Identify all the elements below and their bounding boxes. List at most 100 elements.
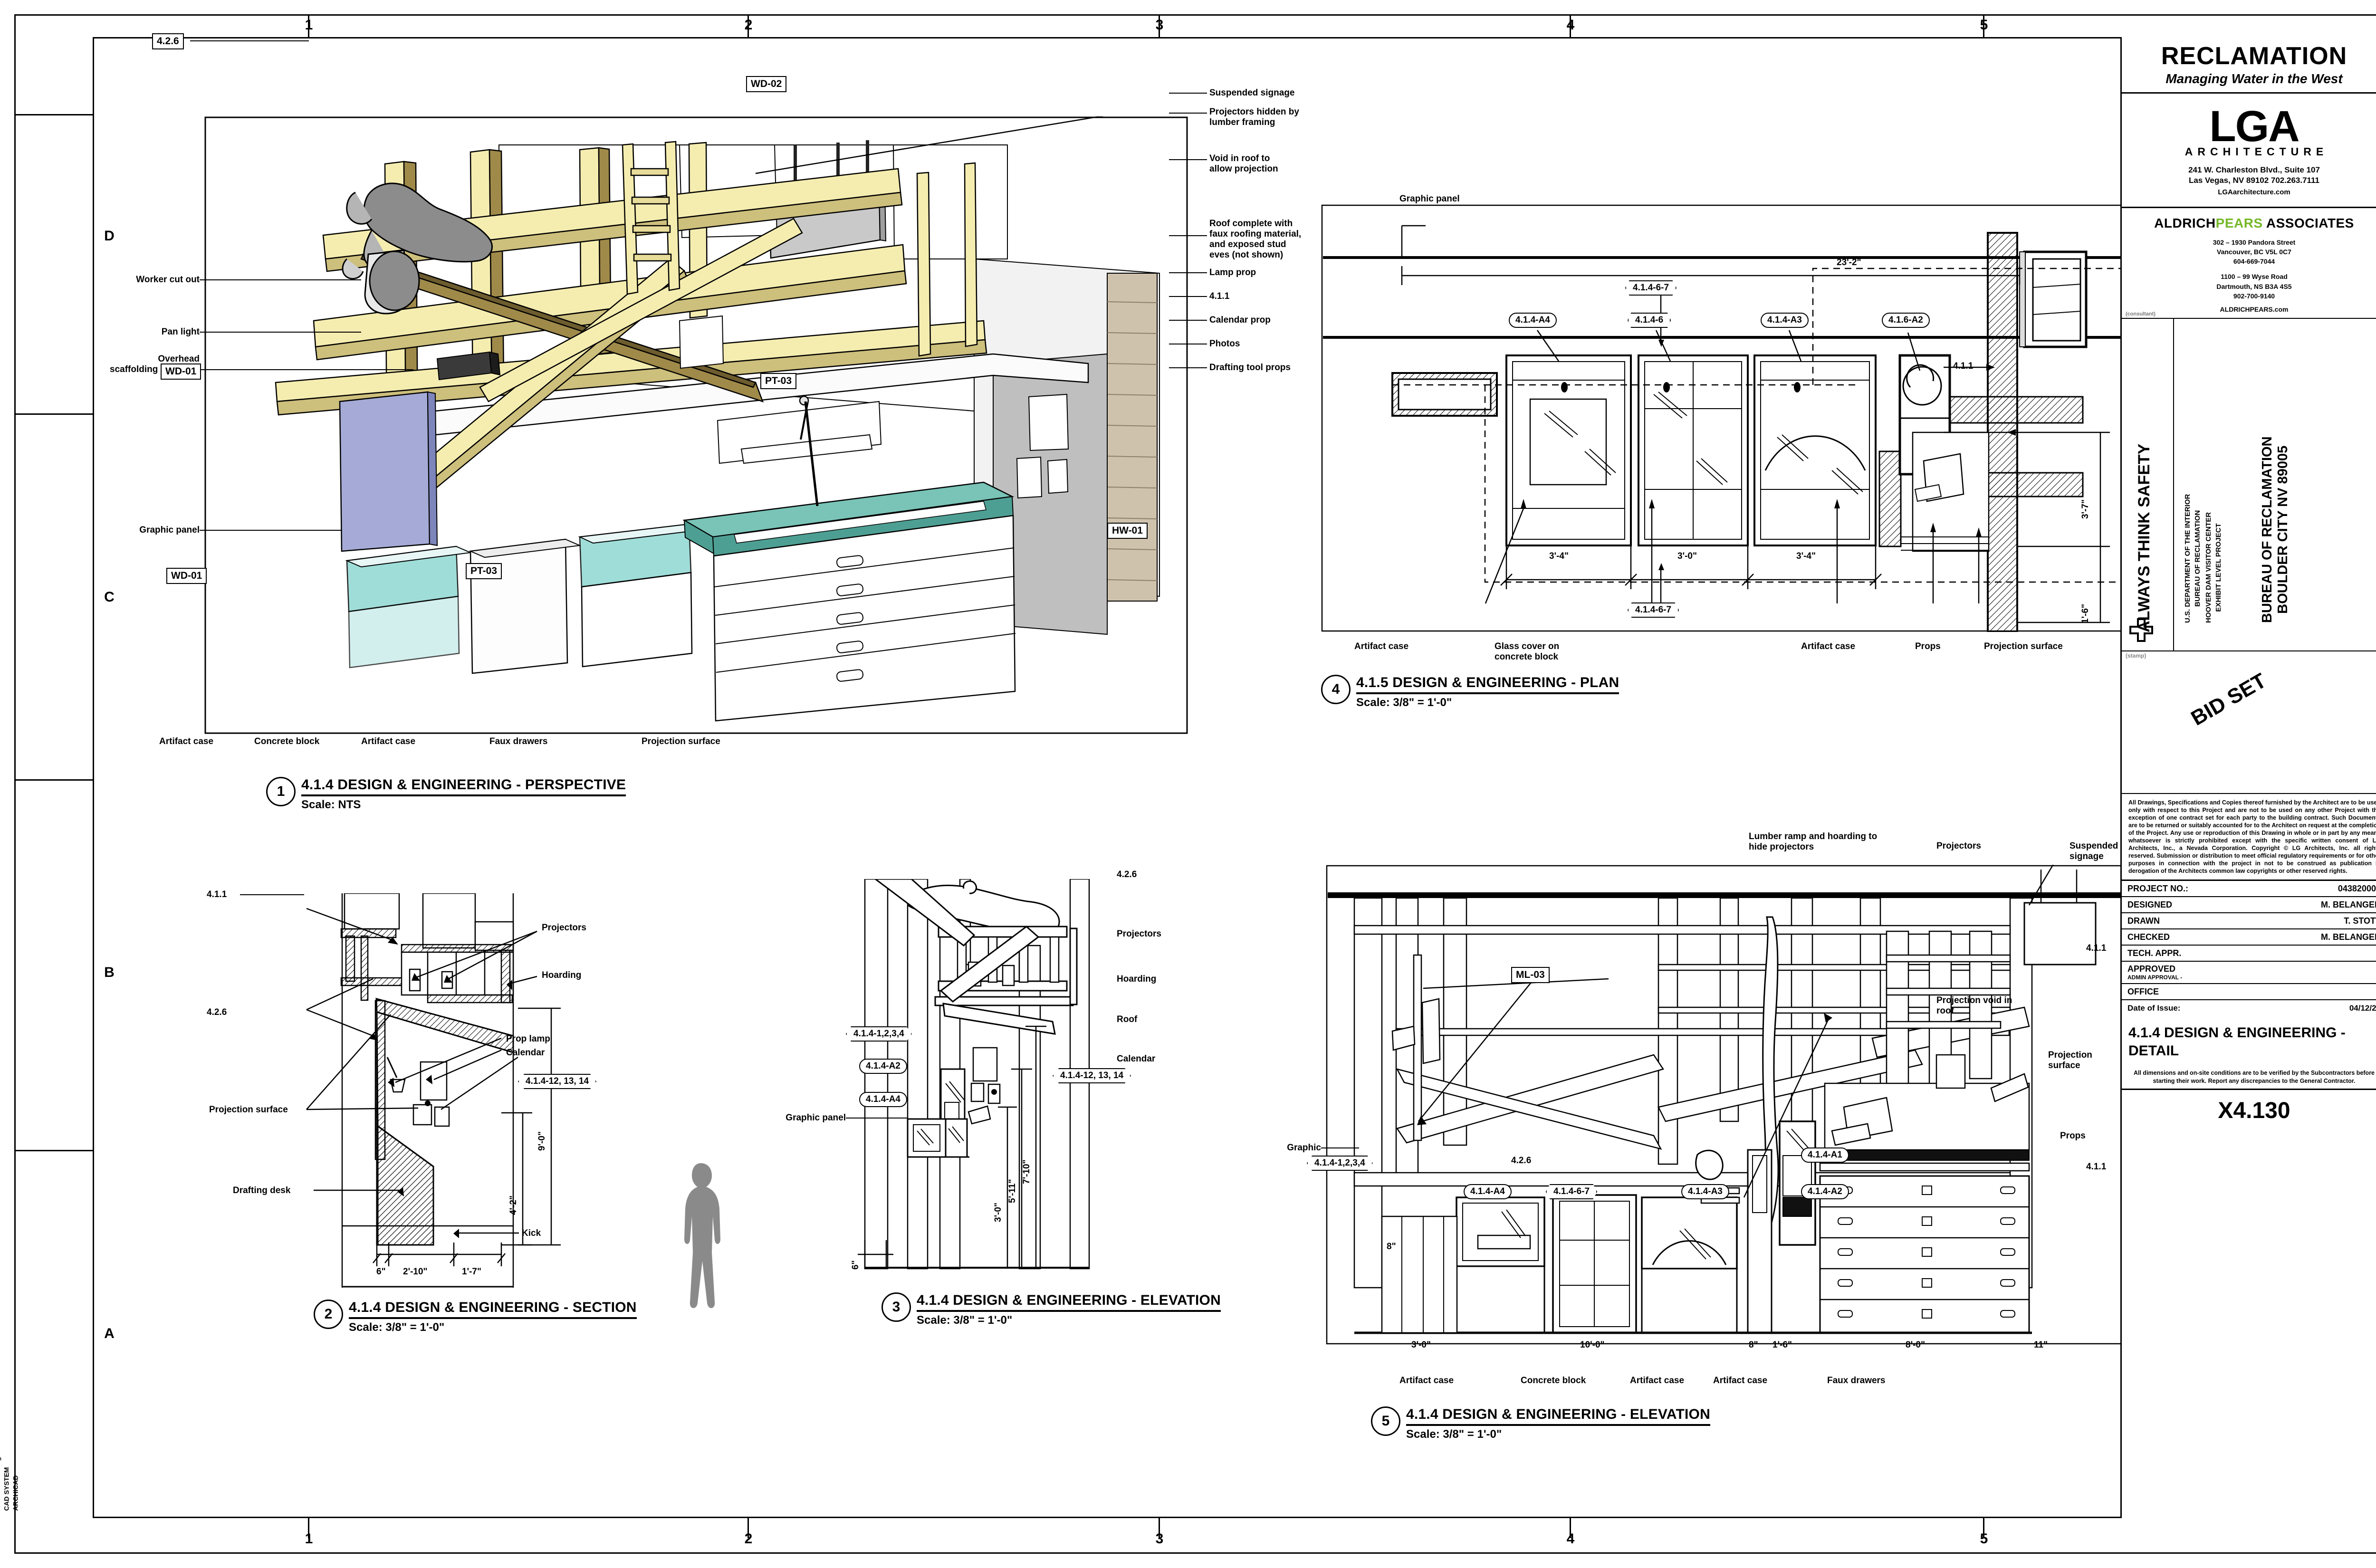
consultant-caption: (consultant) xyxy=(2126,311,2156,317)
lga-logo-subtitle: ARCHITECTURE xyxy=(2184,145,2328,158)
view-plan: Graphic panel 23'-2" 4.1.4-6-7 4.1.4-A4 … xyxy=(1321,194,2129,709)
grid-tick xyxy=(747,1517,749,1538)
label-worker-cut-out: Worker cut out xyxy=(136,275,200,285)
view-number: 2 xyxy=(314,1300,343,1329)
label-calendar-prop: Calendar prop xyxy=(1209,315,1271,325)
field-value: M. BELANGER xyxy=(2321,932,2376,942)
keynote-4-1-4-6-7-top: 4.1.4-6-7 xyxy=(1625,280,1677,296)
sheet-border-inner xyxy=(93,37,2376,1518)
field-value: 043820001 xyxy=(2338,883,2376,893)
field-label: TECH. APPR. xyxy=(2127,948,2182,958)
label-suspended-signage: Suspended signage xyxy=(1209,88,1295,98)
leader-line xyxy=(1321,1147,1359,1148)
copyright-block: All Drawings, Specifications and Copies … xyxy=(2122,794,2376,881)
grid-tick xyxy=(1983,16,1984,37)
grid-ref-bottom-5: 5 xyxy=(1980,1531,1988,1547)
dim-3-0: 3'-0" xyxy=(1677,551,1697,561)
field-label: DRAWN xyxy=(2127,916,2160,926)
field-label: CHECKED xyxy=(2127,932,2170,942)
label-drafting-desk: Drafting desk xyxy=(233,1186,291,1195)
grid-tick xyxy=(14,779,93,781)
label-void-in-roof: Void in roof to allow projection xyxy=(1209,153,1278,174)
architect-website[interactable]: LGAarchitecture.com xyxy=(2218,188,2290,196)
keynote-4-1-4-1234-elev5: 4.1.4-1,2,3,4 xyxy=(1307,1156,1373,1171)
label-drafting-tool-props: Drafting tool props xyxy=(1209,363,1291,373)
field-label: PROJECT NO.: xyxy=(2127,883,2189,893)
label-pan-light: Pan light xyxy=(161,327,200,337)
label-projection-surface: Projection surface xyxy=(642,736,720,746)
leader-line xyxy=(1169,159,1207,160)
keynote-4-1-4-6: 4.1.4-6 xyxy=(1628,313,1671,328)
field-tech-appr: TECH. APPR. xyxy=(2122,946,2376,962)
field-approved: APPROVED ADMIN APPROVAL - xyxy=(2122,962,2376,985)
consultant-name-part2: PEARS xyxy=(2215,215,2263,230)
view-title-text: 4.1.5 DESIGN & ENGINEERING - PLAN xyxy=(1356,675,1619,694)
grid-tick xyxy=(1159,16,1160,37)
label-projectors-elev5: Projectors xyxy=(1936,841,1981,851)
elevation5-artwork xyxy=(1326,865,2124,1345)
field-drawn: DRAWN T. STOTT xyxy=(2122,913,2376,930)
grid-tick xyxy=(747,16,749,37)
leader-line xyxy=(1169,93,1207,94)
issue-stamp: BID SET xyxy=(2187,669,2271,731)
dim-8in-elev5-b: 8" xyxy=(1749,1340,1758,1350)
section-artwork xyxy=(306,893,561,1288)
label-concrete-block-elev5: Concrete block xyxy=(1521,1376,1586,1386)
label-concrete-block: Concrete block xyxy=(254,736,320,746)
consultant-name-part1: ALDRICH xyxy=(2154,215,2216,230)
tag-wd-01-upper: WD-01 xyxy=(161,363,201,380)
grid-ref-bottom-3: 3 xyxy=(1155,1531,1164,1547)
label-roof-elev3: Roof xyxy=(1117,1014,1138,1024)
grid-ref-left-D: D xyxy=(104,228,115,244)
leader-line xyxy=(200,279,361,280)
sheet-title: 4.1.4 DESIGN & ENGINEERING - DETAIL xyxy=(2128,1025,2346,1059)
callout-4-1-1-plan: 4.1.1 xyxy=(1953,361,1974,371)
field-value: M. BELANGER xyxy=(2321,899,2376,909)
verification-note-block: All dimensions and on-site conditions ar… xyxy=(2122,1064,2376,1090)
label-kick: Kick xyxy=(522,1228,541,1238)
grid-tick xyxy=(1983,1517,1984,1538)
pan-light-shape xyxy=(364,249,420,315)
human-scale-figure xyxy=(684,1163,720,1309)
grid-tick xyxy=(308,1517,309,1538)
agency-name: RECLAMATION xyxy=(2161,42,2347,70)
field-value: 04/12/22 xyxy=(2349,1004,2376,1013)
leader-line xyxy=(240,894,304,895)
field-label-text: APPROVED xyxy=(2127,964,2176,974)
consultant-website[interactable]: ALDRICHPEARS.com xyxy=(2220,306,2289,314)
agency-header: RECLAMATION Managing Water in the West xyxy=(2122,37,2376,94)
concrete-block-shape xyxy=(469,538,582,674)
owner-identification: U.S. DEPARTMENT OF THE INTERIOR BUREAU O… xyxy=(2183,494,2203,623)
view-number: 4 xyxy=(1321,675,1351,704)
dim-3-0-elev3: 3'-0" xyxy=(993,1203,1003,1222)
keynote-4-1-4-6-7-elev5: 4.1.4-6-7 xyxy=(1546,1184,1598,1199)
consultant-address-1: Vancouver, BC V5L 0C7 xyxy=(2217,248,2291,256)
keynote-4-1-4-A1: 4.1.4-A1 xyxy=(1801,1147,1849,1163)
label-projectors-section: Projectors xyxy=(542,923,586,933)
view-title-section: 2 4.1.4 DESIGN & ENGINEERING - SECTION S… xyxy=(314,1300,637,1334)
owner-line-1: U.S. DEPARTMENT OF THE INTERIOR xyxy=(2184,494,2192,623)
consultant-block: ALDRICHPEARS ASSOCIATES 302 – 1930 Pando… xyxy=(2122,208,2376,319)
keynote-4-1-4-A4-elev3: 4.1.4-A4 xyxy=(859,1092,907,1107)
label-calendar-section: Calendar xyxy=(506,1048,545,1058)
agency-tagline: Managing Water in the West xyxy=(2165,71,2343,86)
architect-address-line-2: Las Vegas, NV 89102 702.263.7111 xyxy=(2188,176,2320,185)
tag-ml-03: ML-03 xyxy=(1511,967,1550,983)
label-props-plan: Props xyxy=(1915,641,1941,651)
view-scale-text: Scale: 3/8" = 1'-0" xyxy=(1356,696,1452,709)
dim-3-4-b: 3'-4" xyxy=(1796,551,1816,561)
view-title-elevation-3: 3 4.1.4 DESIGN & ENGINEERING - ELEVATION… xyxy=(881,1292,1221,1327)
dim-3-7: 3'-7" xyxy=(2080,499,2090,519)
label-suspended-signage-elev5: Suspended signage xyxy=(2069,841,2118,861)
tag-pt-03-lower: PT-03 xyxy=(466,563,502,579)
tag-wd-02: WD-02 xyxy=(746,76,787,92)
label-glass-cover: Glass cover on concrete block xyxy=(1495,641,1560,662)
label-graphic-elev5: Graphic xyxy=(1287,1143,1321,1153)
lga-logo: LGA xyxy=(2209,102,2299,151)
field-sublabel: ADMIN APPROVAL - xyxy=(2127,974,2183,981)
architect-address-line-1: 241 W. Charleston Blvd., Suite 107 xyxy=(2188,165,2320,175)
label-artifact-case-plan-2: Artifact case xyxy=(1801,641,1856,651)
keynote-4-1-4-12-13-14-section: 4.1.4-12, 13, 14 xyxy=(518,1074,597,1089)
label-projectors-hidden: Projectors hidden by lumber framing xyxy=(1209,107,1299,127)
cad-filename-value: Bimcloud: bim.lgainc.com - BIMcloud Basi… xyxy=(0,1151,1,1511)
